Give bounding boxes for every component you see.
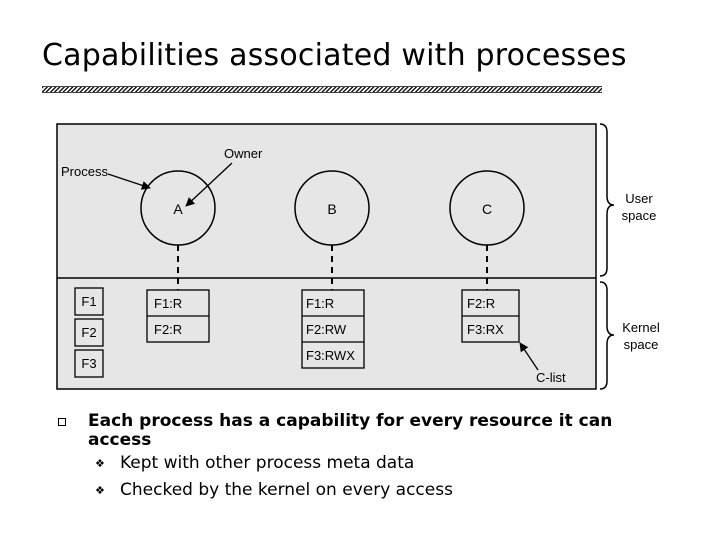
sub-bullet-text: Kept with other process meta data bbox=[120, 453, 415, 473]
owner-arrow bbox=[185, 162, 233, 207]
object-label: F1 bbox=[81, 294, 96, 309]
user-space-label: User bbox=[625, 191, 653, 206]
bullet-text: Each process has a capability for every … bbox=[88, 411, 613, 450]
clist-b: F1:R F2:RW F3:RWX bbox=[301, 289, 365, 369]
kernel-space-label: Kernel bbox=[622, 320, 660, 335]
owner-annotation: Owner bbox=[224, 146, 263, 161]
sub-bullet-item: ❖ Checked by the kernel on every access bbox=[58, 477, 618, 504]
object-label: F2 bbox=[81, 325, 96, 340]
sub-bullet-text: Checked by the kernel on every access bbox=[120, 480, 453, 500]
user-space-label: space bbox=[622, 208, 657, 223]
kernel-space-label: space bbox=[624, 337, 659, 352]
capability-entry: F1:R bbox=[306, 296, 334, 311]
clist-annotation: C-list bbox=[536, 370, 566, 385]
object-label: F3 bbox=[81, 356, 96, 371]
clist-c: F2:R F3:RX bbox=[461, 289, 520, 343]
bullet-item: Each process has a capability for every … bbox=[58, 412, 618, 450]
clist-arrow bbox=[519, 342, 539, 371]
square-bullet-icon bbox=[58, 418, 66, 426]
capability-entry: F1:R bbox=[154, 296, 182, 311]
sub-bullet-item: ❖ Kept with other process meta data bbox=[58, 450, 618, 477]
clist-a: F1:R F2:R bbox=[146, 289, 210, 343]
object-list: F1 F2 F3 bbox=[74, 287, 104, 378]
process-c: C bbox=[449, 170, 525, 246]
diamond-bullet-icon: ❖ bbox=[95, 484, 105, 497]
slide-title: Capabilities associated with processes bbox=[42, 38, 627, 73]
user-space-brace bbox=[599, 123, 615, 277]
capability-entry: F3:RWX bbox=[306, 348, 355, 363]
process-label: A bbox=[173, 201, 183, 217]
capability-entry: F2:R bbox=[154, 322, 182, 337]
process-label: C bbox=[482, 201, 492, 217]
capability-entry: F2:R bbox=[467, 296, 495, 311]
capability-entry: F2:RW bbox=[306, 322, 347, 337]
process-label: B bbox=[327, 201, 336, 217]
capability-entry: F3:RX bbox=[467, 322, 504, 337]
process-arrow bbox=[107, 173, 151, 190]
process-annotation: Process bbox=[61, 164, 108, 179]
bullet-list: Each process has a capability for every … bbox=[58, 412, 618, 504]
kernel-space-brace bbox=[599, 281, 615, 390]
diamond-bullet-icon: ❖ bbox=[95, 457, 105, 470]
title-underline bbox=[42, 86, 602, 93]
process-a: A bbox=[140, 170, 216, 246]
process-b: B bbox=[294, 170, 370, 246]
